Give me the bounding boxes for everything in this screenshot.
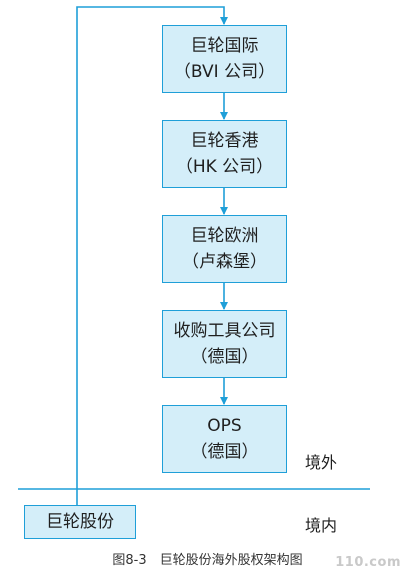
box-jl-international-name: 巨轮国际	[190, 36, 259, 56]
box-jl-hongkong: 巨轮香港 （HK 公司）	[162, 120, 287, 188]
box-acquisition-vehicle: 收购工具公司 （德国）	[162, 310, 287, 378]
figure-caption: 图8-3 巨轮股份海外股权架构图	[112, 553, 303, 568]
box-jl-shares-parent-label: 巨轮股份	[46, 512, 114, 532]
box-ops: OPS （德国）	[162, 405, 287, 473]
box-acquisition-vehicle-jurisdiction: （德国）	[190, 347, 259, 367]
box-jl-europe-name: 巨轮欧洲	[190, 226, 259, 246]
box-jl-international: 巨轮国际 （BVI 公司）	[162, 25, 287, 93]
watermark-logo: 110.com	[335, 555, 401, 570]
region-label-domestic: 境内	[305, 516, 338, 535]
box-jl-hongkong-jurisdiction: （HK 公司）	[175, 157, 274, 177]
box-ops-jurisdiction: （德国）	[190, 442, 259, 462]
box-jl-europe: 巨轮欧洲 （卢森堡）	[162, 215, 287, 283]
box-jl-hongkong-name: 巨轮香港	[190, 131, 259, 151]
ownership-line-parent-to-bvi	[76, 6, 228, 505]
box-jl-europe-jurisdiction: （卢森堡）	[182, 252, 267, 272]
box-jl-shares-parent: 巨轮股份	[24, 505, 136, 539]
box-acquisition-vehicle-name: 收购工具公司	[173, 321, 276, 341]
box-ops-name: OPS	[207, 416, 242, 436]
box-jl-international-jurisdiction: （BVI 公司）	[173, 62, 276, 82]
region-label-overseas: 境外	[305, 453, 338, 472]
